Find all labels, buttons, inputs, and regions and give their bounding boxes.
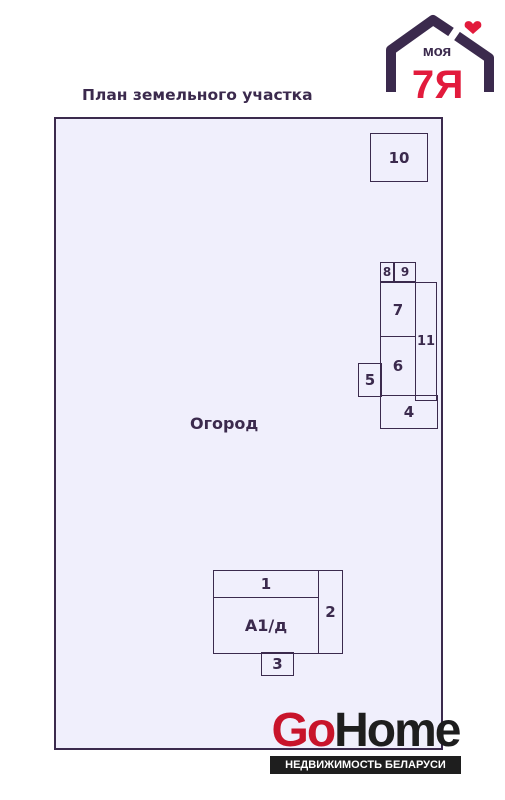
plan-title: План земельного участка: [82, 86, 313, 104]
building-10: 10: [370, 133, 428, 182]
building-5: 5: [358, 363, 382, 397]
building-3: 3: [261, 652, 294, 676]
moya-ya-logo: моя 7 Я: [386, 15, 494, 104]
garden-label: Огород: [190, 414, 259, 433]
heart-icon: [464, 21, 482, 34]
building-2: 2: [318, 570, 343, 654]
building-9: 9: [394, 262, 416, 282]
gohome-wordmark: GoHome: [268, 706, 463, 756]
svg-text:Я: Я: [435, 63, 464, 104]
svg-text:7: 7: [412, 63, 434, 104]
gohome-go: Go: [271, 704, 336, 757]
gohome-home: Home: [334, 704, 461, 757]
building-1: 1: [213, 570, 319, 598]
building-8: 8: [380, 262, 394, 282]
svg-text:моя: моя: [423, 43, 452, 60]
building-4: 4: [380, 395, 438, 429]
building-11: 11: [415, 282, 437, 401]
building-6: 6: [380, 336, 416, 396]
gohome-tagline: НЕДВИЖИМОСТЬ БЕЛАРУСИ: [270, 756, 461, 774]
building-7: 7: [380, 282, 416, 337]
house-a1: А1/д: [213, 597, 319, 654]
gohome-logo: GoHome НЕДВИЖИМОСТЬ БЕЛАРУСИ: [268, 706, 463, 776]
land-plot: Огород 10 8 9 11 7 6 5 4 1 А1/д 2 3: [54, 117, 443, 750]
